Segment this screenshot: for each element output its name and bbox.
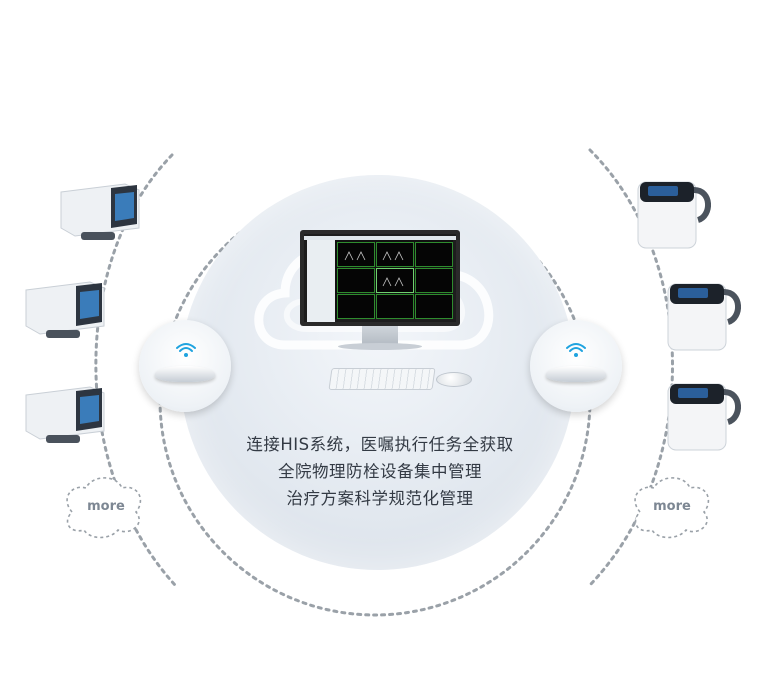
pump-device-left [25,386,105,443]
wifi-icon [176,343,196,357]
router-device-left [155,366,215,382]
screen-cell [415,242,453,267]
screen-cell [337,242,375,267]
screen-cell [337,294,375,319]
left-dashed-arc [94,153,177,587]
screen-cell [376,294,414,319]
monitor-stand [362,326,398,344]
caption-line-1: 连接HIS系统，医嘱执行任务全获取 [246,435,514,454]
pump-device-right [667,283,741,351]
screen-tree-panel [307,240,335,322]
keyboard [328,368,436,390]
mouse [436,372,472,387]
screen-cell [337,268,375,293]
screen-waveforms [344,251,404,287]
left-more-cloud [66,477,142,539]
pump-device-left [60,183,140,240]
router-device-right [546,366,606,382]
pump-device-right [667,383,741,451]
pump-device-left [25,281,105,338]
screen-cell [415,268,453,293]
wifi-icon [566,343,586,357]
screen-cell [376,242,414,267]
right-more-cloud [634,477,710,539]
caption-line-3: 治疗方案科学规范化管理 [286,489,474,508]
screen-cell [415,294,453,319]
screen-menubar [304,236,456,240]
monitor-base [338,343,422,350]
left-more-label: more [87,499,125,514]
pump-device-right [637,181,711,249]
screen-cell [376,268,414,293]
right-more-label: more [653,499,691,514]
caption-line-2: 全院物理防栓设备集中管理 [278,462,482,481]
right-dashed-arc [588,148,674,587]
